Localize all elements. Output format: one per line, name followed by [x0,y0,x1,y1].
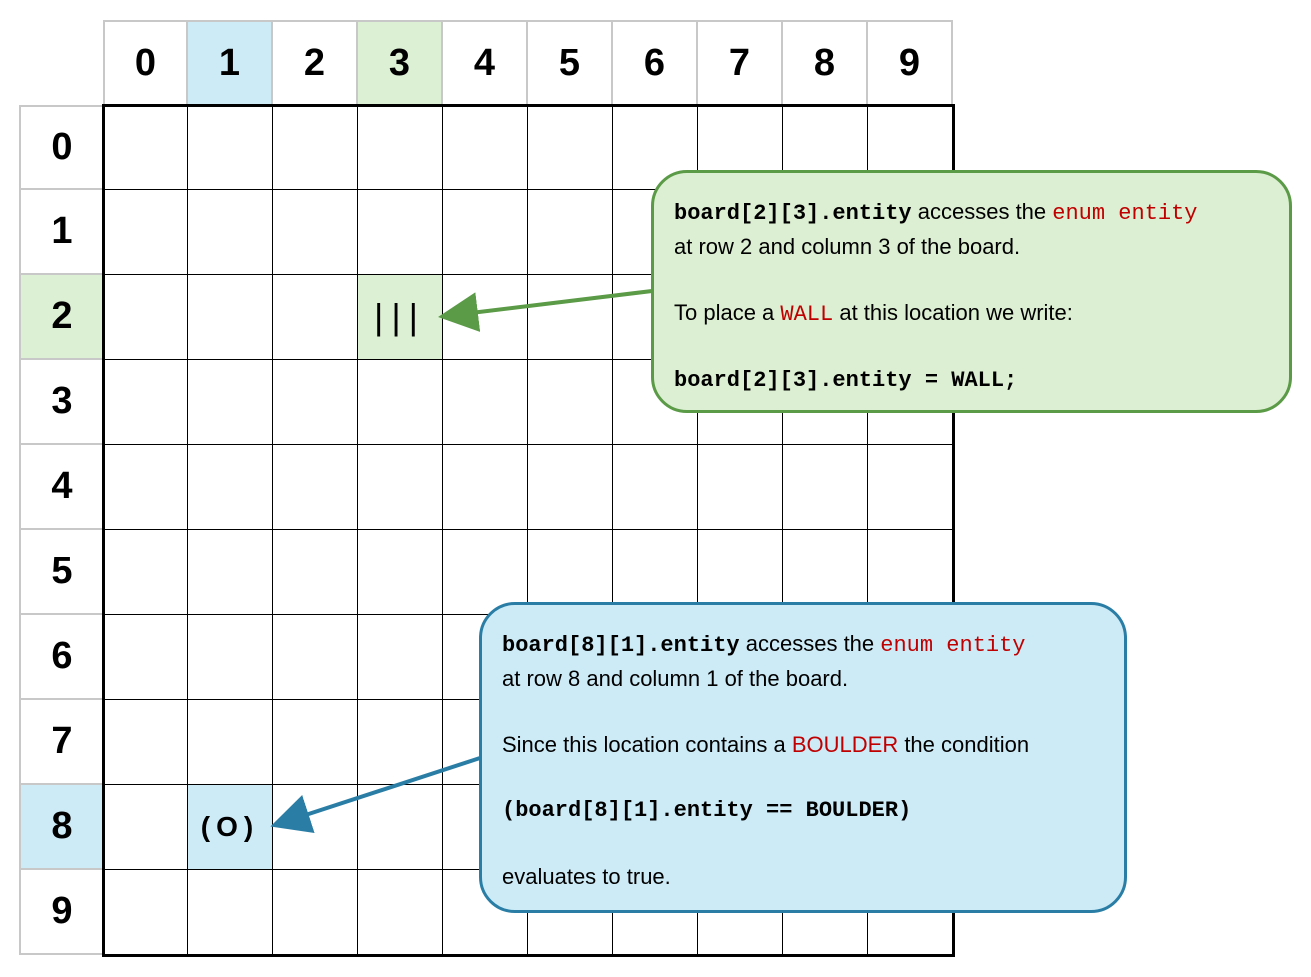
board-cell [188,700,273,785]
board-cell [103,530,188,615]
row-header: 2 [19,275,103,360]
boulder-keyword: BOULDER [791,732,899,757]
column-header: 2 [273,20,358,105]
column-header: 1 [188,20,273,105]
column-header: 8 [783,20,868,105]
board-cell [443,360,528,445]
board-cell [273,870,358,955]
column-header: 0 [103,20,188,105]
wall-assignment-code: board[2][3].entity = WALL; [674,368,1018,393]
boulder-glyph: (O) [200,811,260,842]
row-header: 0 [19,105,103,190]
board-cell [103,700,188,785]
board-cell [273,360,358,445]
row-header: 6 [19,615,103,700]
wall-callout: board[2][3].entity accesses the enum ent… [651,170,1292,413]
boulder-since-prefix: Since this location contains a [502,732,792,757]
column-header: 3 [358,20,443,105]
board-cell [443,445,528,530]
column-header: 6 [613,20,698,105]
board-cell [103,275,188,360]
board-cell [528,275,613,360]
column-header: 5 [528,20,613,105]
board-cell [358,530,443,615]
row-header: 1 [19,190,103,275]
board-cell [358,445,443,530]
board-cell [103,870,188,955]
boulder-location-text: at row 8 and column 1 of the board. [502,666,849,691]
board-cell [443,190,528,275]
board-cell [358,360,443,445]
board-cell [273,445,358,530]
boulder-since-suffix: the condition [898,732,1030,757]
board-cell [188,530,273,615]
board-cell [783,445,868,530]
row-header: 9 [19,870,103,955]
board-cell [103,190,188,275]
board-cell [358,700,443,785]
board-cell [698,445,783,530]
board-cell [358,870,443,955]
column-header: 4 [443,20,528,105]
row-header: 7 [19,700,103,785]
wall-place-suffix: at this location we write: [833,300,1073,325]
boulder-condition-code: (board[8][1].entity == BOULDER) [502,798,912,823]
board-cell [443,105,528,190]
board-cell [188,105,273,190]
column-header: 7 [698,20,783,105]
board-cell [103,445,188,530]
boulder-callout: board[8][1].entity accesses the enum ent… [479,602,1127,913]
wall-enum-keyword: enum entity [1052,201,1198,226]
wall-location-text: at row 2 and column 3 of the board. [674,234,1021,259]
board-cell [273,275,358,360]
board-cell [613,445,698,530]
board-cell [103,360,188,445]
wall-code-ref: board[2][3].entity [674,201,912,226]
board-cell [358,785,443,870]
board-cell [443,275,528,360]
wall-keyword: WALL [780,302,834,327]
board-cell [273,190,358,275]
row-header: 5 [19,530,103,615]
row-header: 8 [19,785,103,870]
board-cell [358,190,443,275]
board-cell [273,785,358,870]
wall-place-prefix: To place a [674,300,781,325]
board-cell [273,530,358,615]
row-header: 3 [19,360,103,445]
wall-accesses-text: accesses the [911,199,1053,224]
boulder-cell: (O) [188,785,273,870]
board-cell [103,105,188,190]
board-cell [188,615,273,700]
board-cell [103,615,188,700]
board-cell [358,615,443,700]
boulder-accesses-text: accesses the [739,631,881,656]
wall-glyph: ||| [373,296,427,337]
board-cell [188,275,273,360]
board-cell [188,445,273,530]
board-cell [443,530,528,615]
column-header: 9 [868,20,953,105]
boulder-enum-keyword: enum entity [880,633,1026,658]
board-cell [188,870,273,955]
board-cell [528,360,613,445]
board-cell [528,445,613,530]
board-cell [528,190,613,275]
row-header: 4 [19,445,103,530]
board-cell [358,105,443,190]
board-cell [273,615,358,700]
board-cell [273,105,358,190]
board-cell [528,105,613,190]
boulder-code-ref: board[8][1].entity [502,633,740,658]
board-cell [868,445,953,530]
board-cell [103,785,188,870]
board-cell [273,700,358,785]
wall-cell: ||| [358,275,443,360]
board-cell [188,360,273,445]
board-cell [188,190,273,275]
boulder-result-text: evaluates to true. [502,864,671,889]
